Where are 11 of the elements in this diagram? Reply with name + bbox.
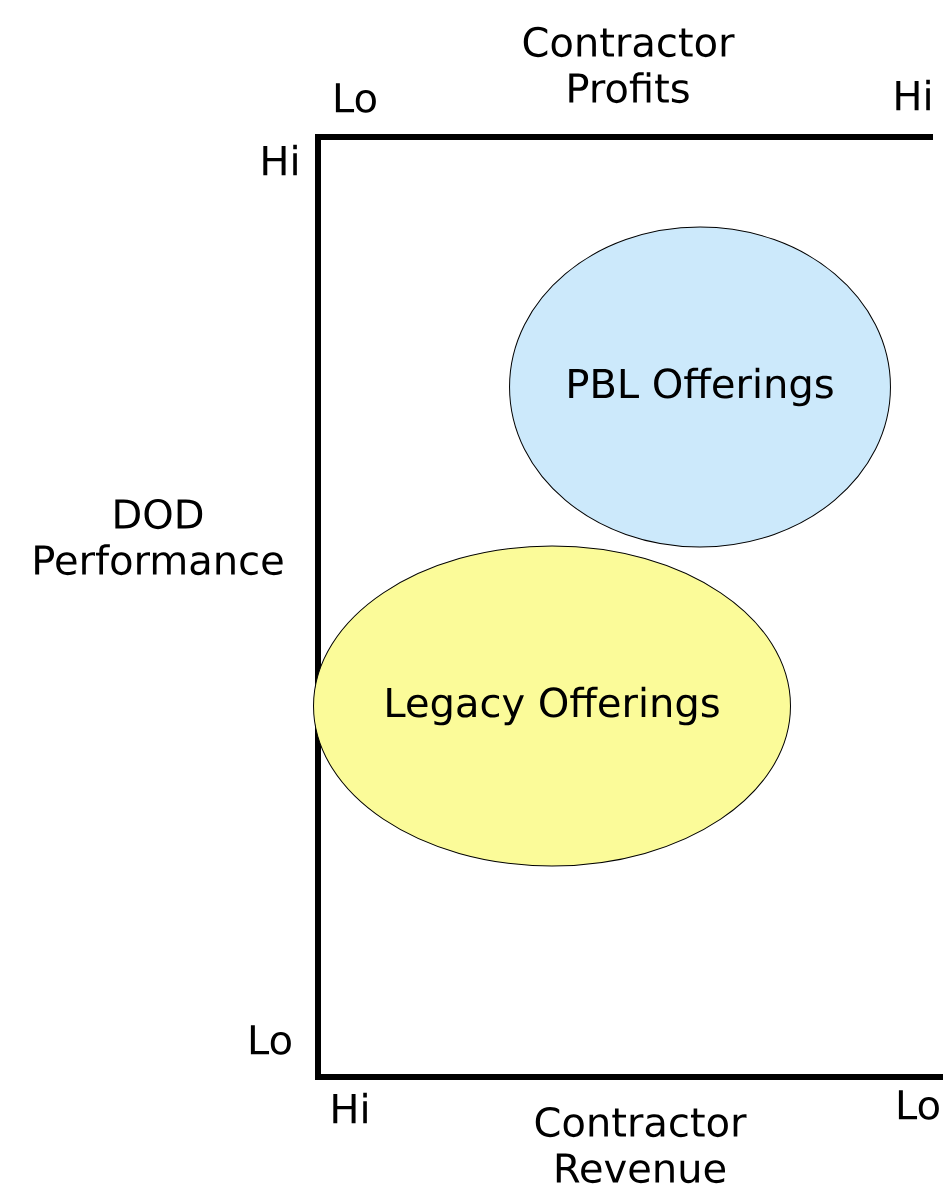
axis-label: Lo <box>335 83 376 113</box>
axis-label: Hi <box>263 144 297 176</box>
axis-label: Contractor Revenue <box>535 1106 747 1184</box>
axis-label: DOD Performance <box>35 498 283 576</box>
axis-label: Contractor Profits <box>523 26 735 104</box>
axis-label: Lo <box>898 1090 939 1120</box>
axis-label: Hi <box>333 1092 367 1124</box>
axis-label: Lo <box>250 1025 291 1055</box>
ellipse-bubble: Legacy Offerings <box>313 545 791 867</box>
axis-label: Hi <box>896 79 930 111</box>
ellipse-bubble: PBL Offerings <box>509 226 891 548</box>
